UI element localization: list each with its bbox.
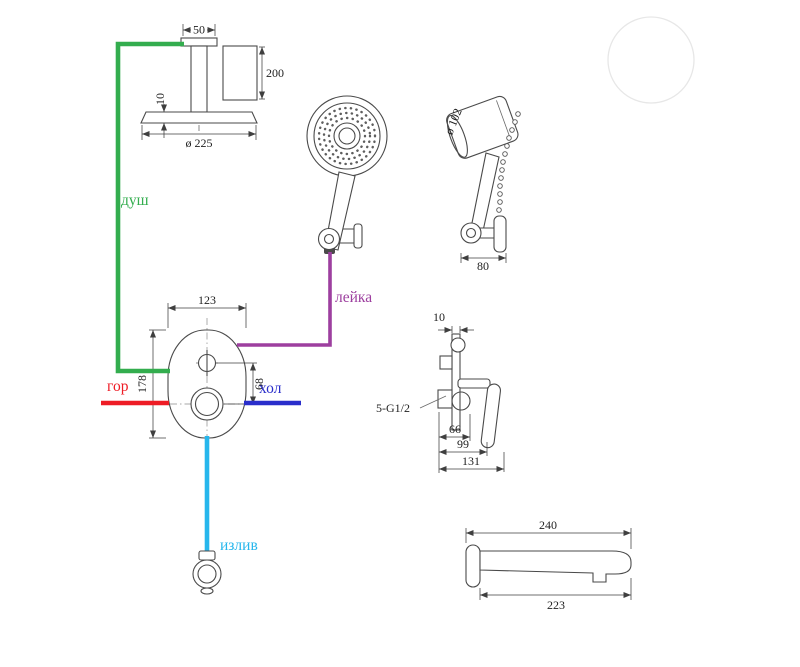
hand-shower-pipe: [237, 252, 332, 347]
lever-pivot: [457, 378, 491, 389]
mixer-knob-inner: [194, 391, 220, 417]
watermark-circle: [607, 16, 695, 104]
dim-hand-holder-width: 80: [460, 253, 507, 273]
spout-side: 240 223: [465, 518, 632, 612]
head-ring: [313, 102, 381, 170]
dim-overhead-head-diameter: ø 225: [141, 125, 257, 150]
dim-value: 66: [449, 422, 461, 436]
dim-value: 50: [193, 23, 205, 37]
overhead-shower-front: [140, 37, 258, 131]
shower-pipe: [115, 41, 184, 374]
dim-value: 240: [539, 518, 557, 532]
arm-side-view-box: [222, 45, 258, 101]
hand-shower-side: ø 102 80: [442, 95, 521, 273]
leader-line: [419, 395, 447, 409]
escutcheon-circle: [451, 391, 471, 411]
spray-nozzles: [317, 106, 377, 166]
holder-ring-inner: [323, 233, 335, 245]
dim-value: 123: [198, 293, 216, 307]
dim-mixer-plate-thickness: 10: [433, 310, 474, 333]
dim-value: 10: [153, 93, 167, 105]
side-wall-plate: [493, 215, 507, 253]
label-hand-shower-pipe: лейка: [335, 289, 372, 306]
side-holder-cup-inner: [465, 227, 477, 239]
dim-value: 80: [477, 259, 489, 273]
spout-front-connector: [192, 550, 222, 595]
head-hub: [333, 122, 361, 150]
dim-value: 131: [462, 454, 480, 468]
label-spout-pipe: излив: [220, 537, 258, 554]
dim-mixer-height: 178: [135, 329, 166, 439]
mixer-front: [167, 318, 247, 452]
dim-spout-length-reach: 223: [479, 578, 632, 612]
dim-value: 99: [457, 437, 469, 451]
holder-wall-mount: [353, 223, 363, 249]
dim-value: 10: [433, 310, 445, 324]
dim-mixer-width: 123: [167, 293, 247, 328]
label-cold-pipe: хол: [259, 380, 282, 397]
spout-flange: [465, 544, 481, 588]
connector-outlet: [200, 587, 214, 595]
dim-value: 178: [135, 375, 149, 393]
upper-inlet: [439, 355, 453, 370]
holder-ring: [317, 227, 341, 251]
text-mask: [191, 24, 207, 35]
dim-value: 223: [547, 598, 565, 612]
connector-nut: [198, 550, 216, 561]
dim-value: 200: [266, 66, 284, 80]
dim-mixer-depth-cartridge: 99: [439, 437, 488, 456]
diverter-side-knob: [450, 337, 466, 353]
side-holder-cup: [460, 222, 482, 244]
head-seam: [496, 100, 511, 140]
connector-ring: [192, 559, 222, 589]
label-shower-pipe: душ: [121, 192, 149, 209]
hanging-chain: [496, 111, 521, 213]
lever-handle: [480, 383, 501, 449]
label-hot-pipe: гор: [107, 378, 129, 395]
thread-label: 5-G1/2: [376, 401, 410, 415]
connector-ring-inner: [197, 564, 217, 584]
dim-value: 68: [252, 378, 266, 390]
head-hub-inner: [338, 127, 356, 145]
shower-arm: [190, 45, 208, 113]
head-face: [446, 115, 468, 158]
dim-value: ø 225: [186, 136, 213, 150]
spray-nozzles: [322, 111, 372, 161]
dim-overhead-arm-length: 200: [259, 46, 284, 100]
spray-nozzles: [327, 116, 367, 156]
dim-mixer-depth-total: 131: [439, 452, 505, 472]
hand-shower-front: [306, 95, 388, 254]
side-head: [446, 95, 519, 159]
mixer-side: 5-G1/2 10 66 99 131: [376, 310, 505, 473]
dim-overhead-flange-width: 50: [182, 23, 216, 37]
dim-mixer-depth-body: 66: [439, 414, 471, 441]
ceiling-flange: [180, 37, 218, 47]
head-body: [446, 95, 519, 159]
spout-body: [479, 550, 632, 583]
shower-head-disc: [140, 111, 258, 124]
dim-spout-length-total: 240: [465, 518, 632, 549]
